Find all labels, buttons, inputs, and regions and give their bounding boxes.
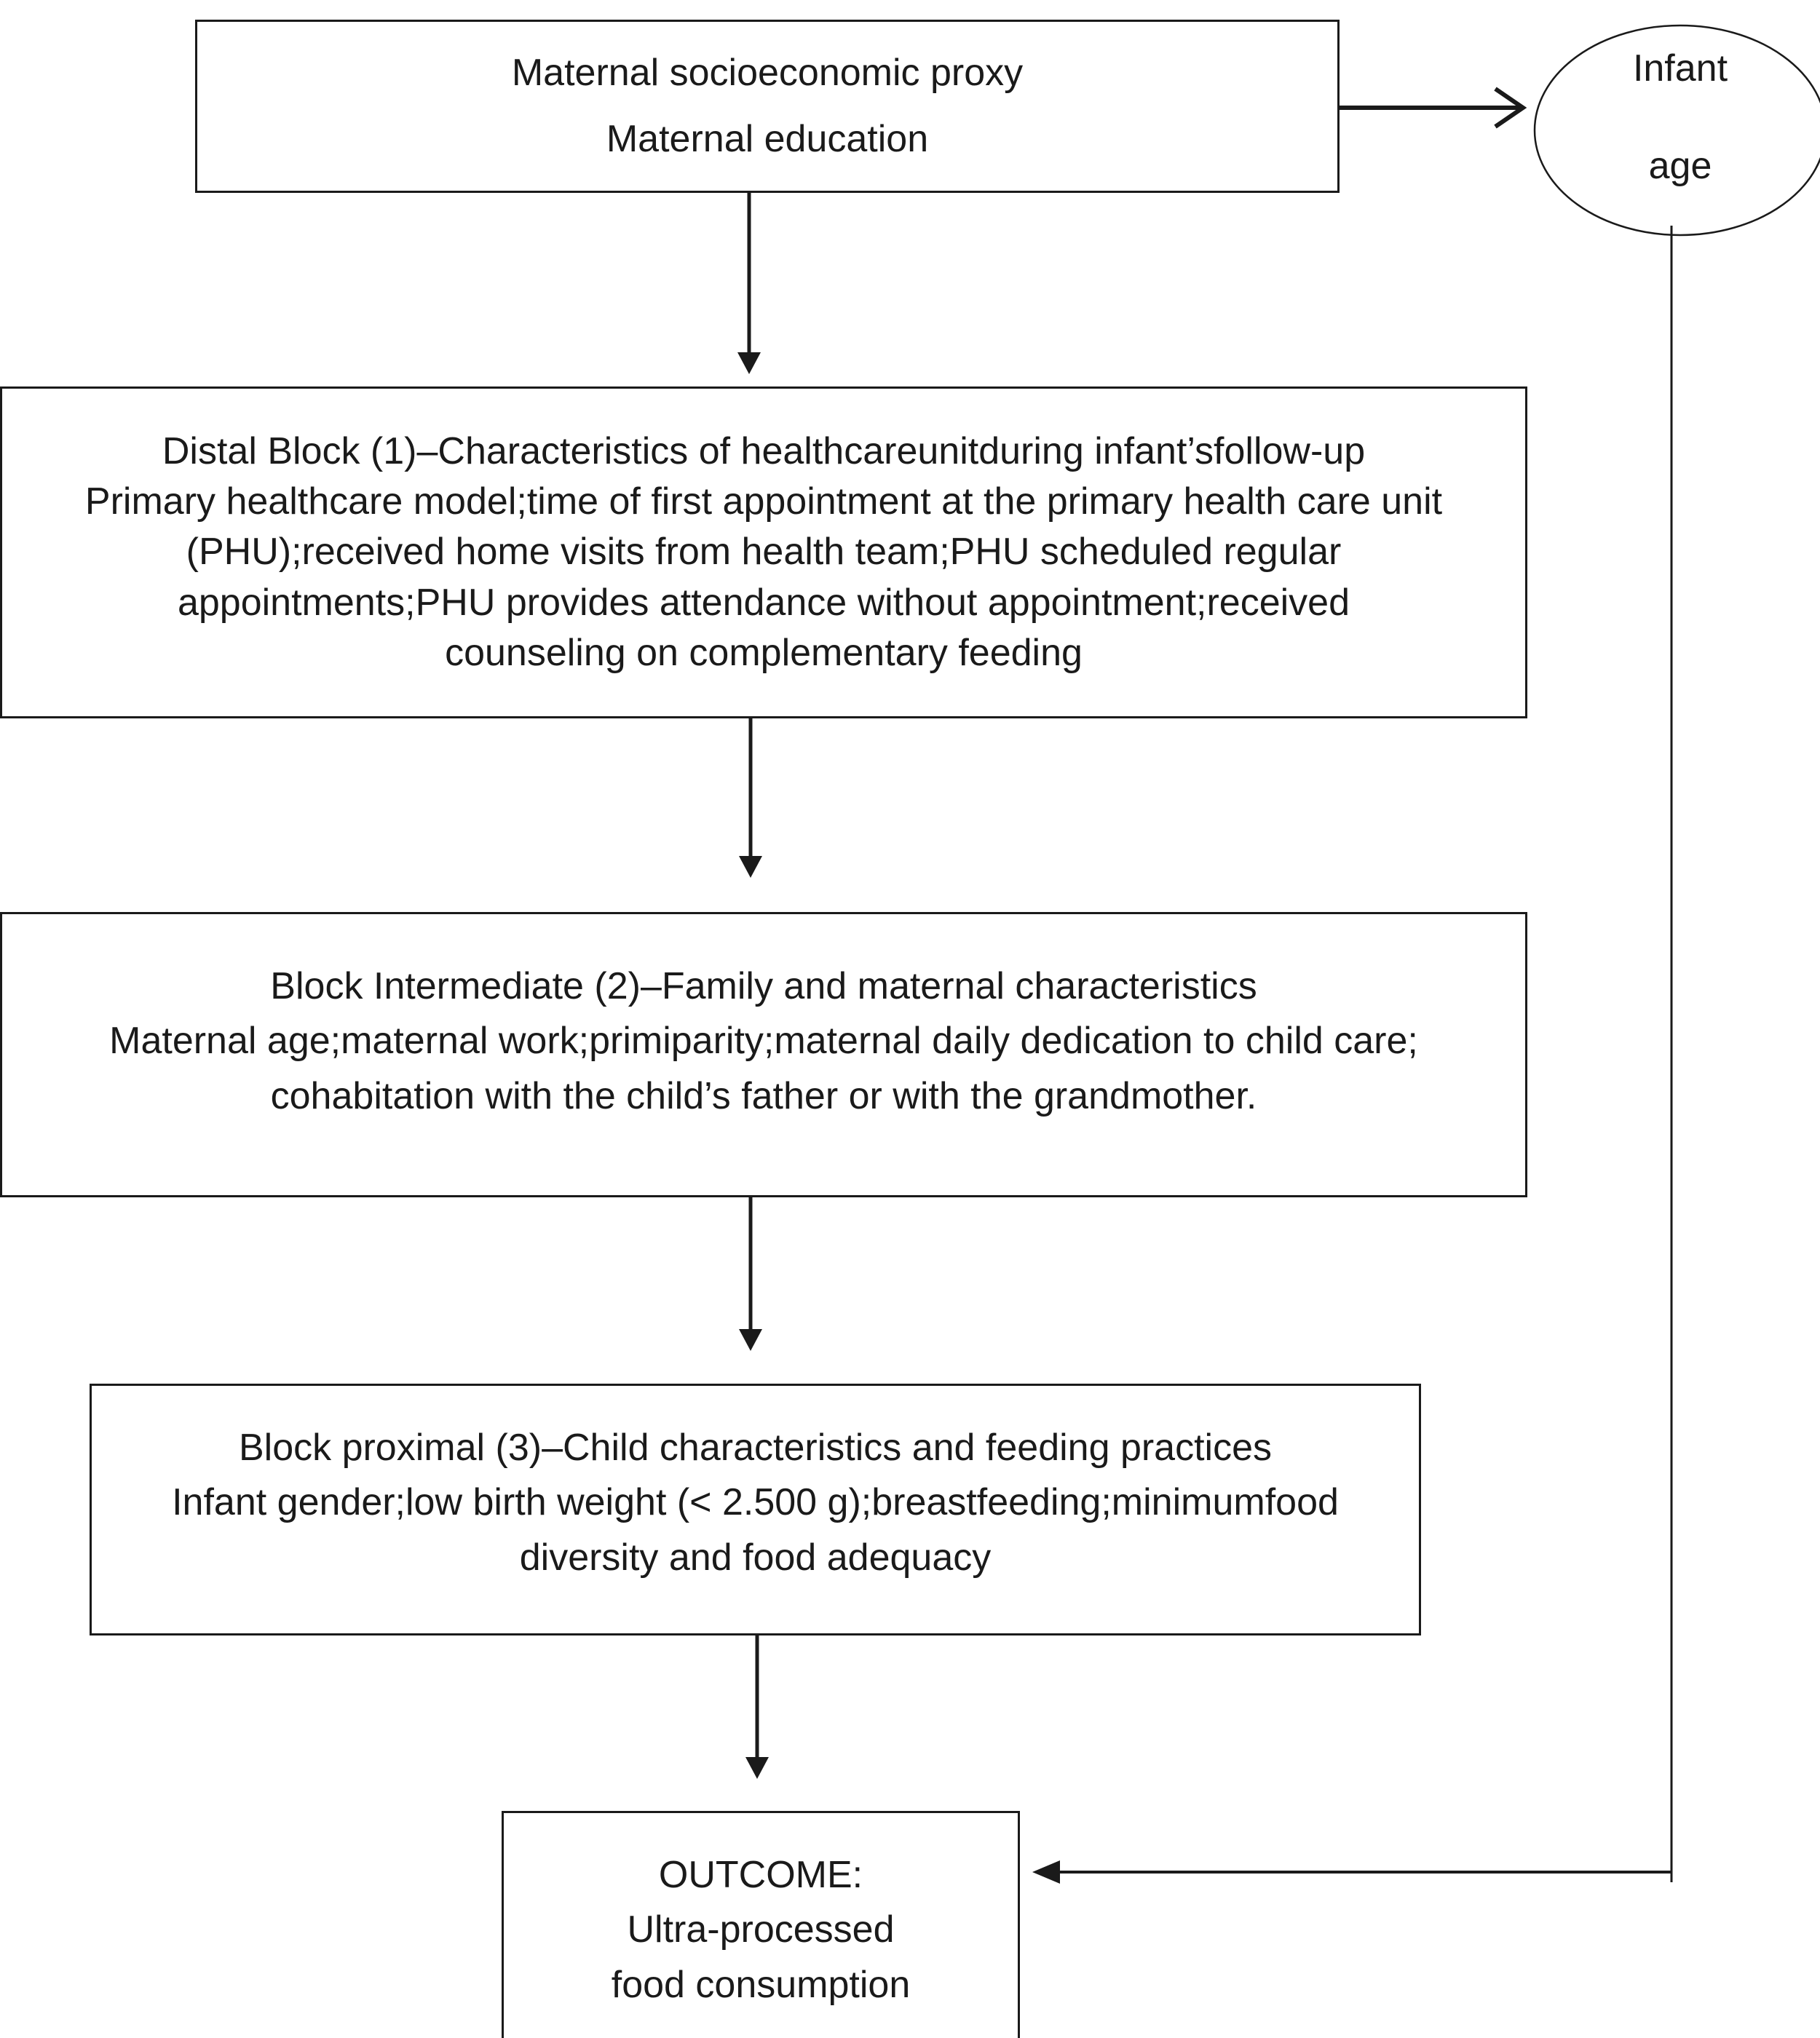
proximal-block-box: Block proximal (3)–Child characteristics… <box>90 1384 1421 1635</box>
intermediate-block-title: Block Intermediate (2)–Family and matern… <box>270 965 1257 1007</box>
intermediate-block-line: Maternal age;maternal work;primiparity;m… <box>109 1020 1418 1063</box>
maternal-socioeconomic-box: Maternal socioeconomic proxy Maternal ed… <box>195 20 1340 193</box>
distal-block-title: Distal Block (1)–Characteristics of heal… <box>162 430 1366 473</box>
infant-age-line2: age <box>1648 145 1712 187</box>
arrow-intermediate-to-proximal <box>739 1197 762 1351</box>
intermediate-block-line: cohabitation with the child’s father or … <box>270 1074 1257 1117</box>
proximal-block-line: diversity and food adequacy <box>519 1536 992 1579</box>
infant-age-line1: Infant <box>1632 47 1728 90</box>
distal-block-line: appointments;PHU provides attendance wit… <box>177 581 1350 624</box>
outcome-box: OUTCOME: Ultra-processed food consumptio… <box>502 1811 1020 2038</box>
maternal-proxy-label: Maternal socioeconomic proxy <box>511 52 1024 94</box>
proximal-block-line: Infant gender;low birth weight (< 2.500 … <box>172 1481 1339 1524</box>
infant-age-ellipse <box>1533 24 1820 237</box>
outcome-label: OUTCOME: <box>658 1854 863 1896</box>
maternal-education-label: Maternal education <box>606 118 929 160</box>
outcome-line: food consumption <box>611 1963 911 2006</box>
outcome-line: Ultra-processed <box>627 1908 895 1951</box>
arrow-maternal-to-distal <box>737 193 761 374</box>
distal-block-line: counseling on complementary feeding <box>445 631 1083 674</box>
distal-block-line: (PHU);received home visits from health t… <box>186 531 1342 574</box>
arrow-proximal-to-outcome <box>745 1635 769 1779</box>
proximal-block-title: Block proximal (3)–Child characteristics… <box>238 1427 1273 1469</box>
distal-block-line: Primary healthcare model;time of first a… <box>84 480 1443 523</box>
arrow-distal-to-intermediate <box>739 718 762 878</box>
distal-block-box: Distal Block (1)–Characteristics of heal… <box>0 386 1527 718</box>
intermediate-block-box: Block Intermediate (2)–Family and matern… <box>0 912 1527 1197</box>
arrow-infant-age-to-outcome <box>1032 226 1673 1884</box>
arrow-maternal-to-infant-age <box>1340 87 1527 129</box>
infant-age-label: Infant age <box>1532 29 1820 247</box>
